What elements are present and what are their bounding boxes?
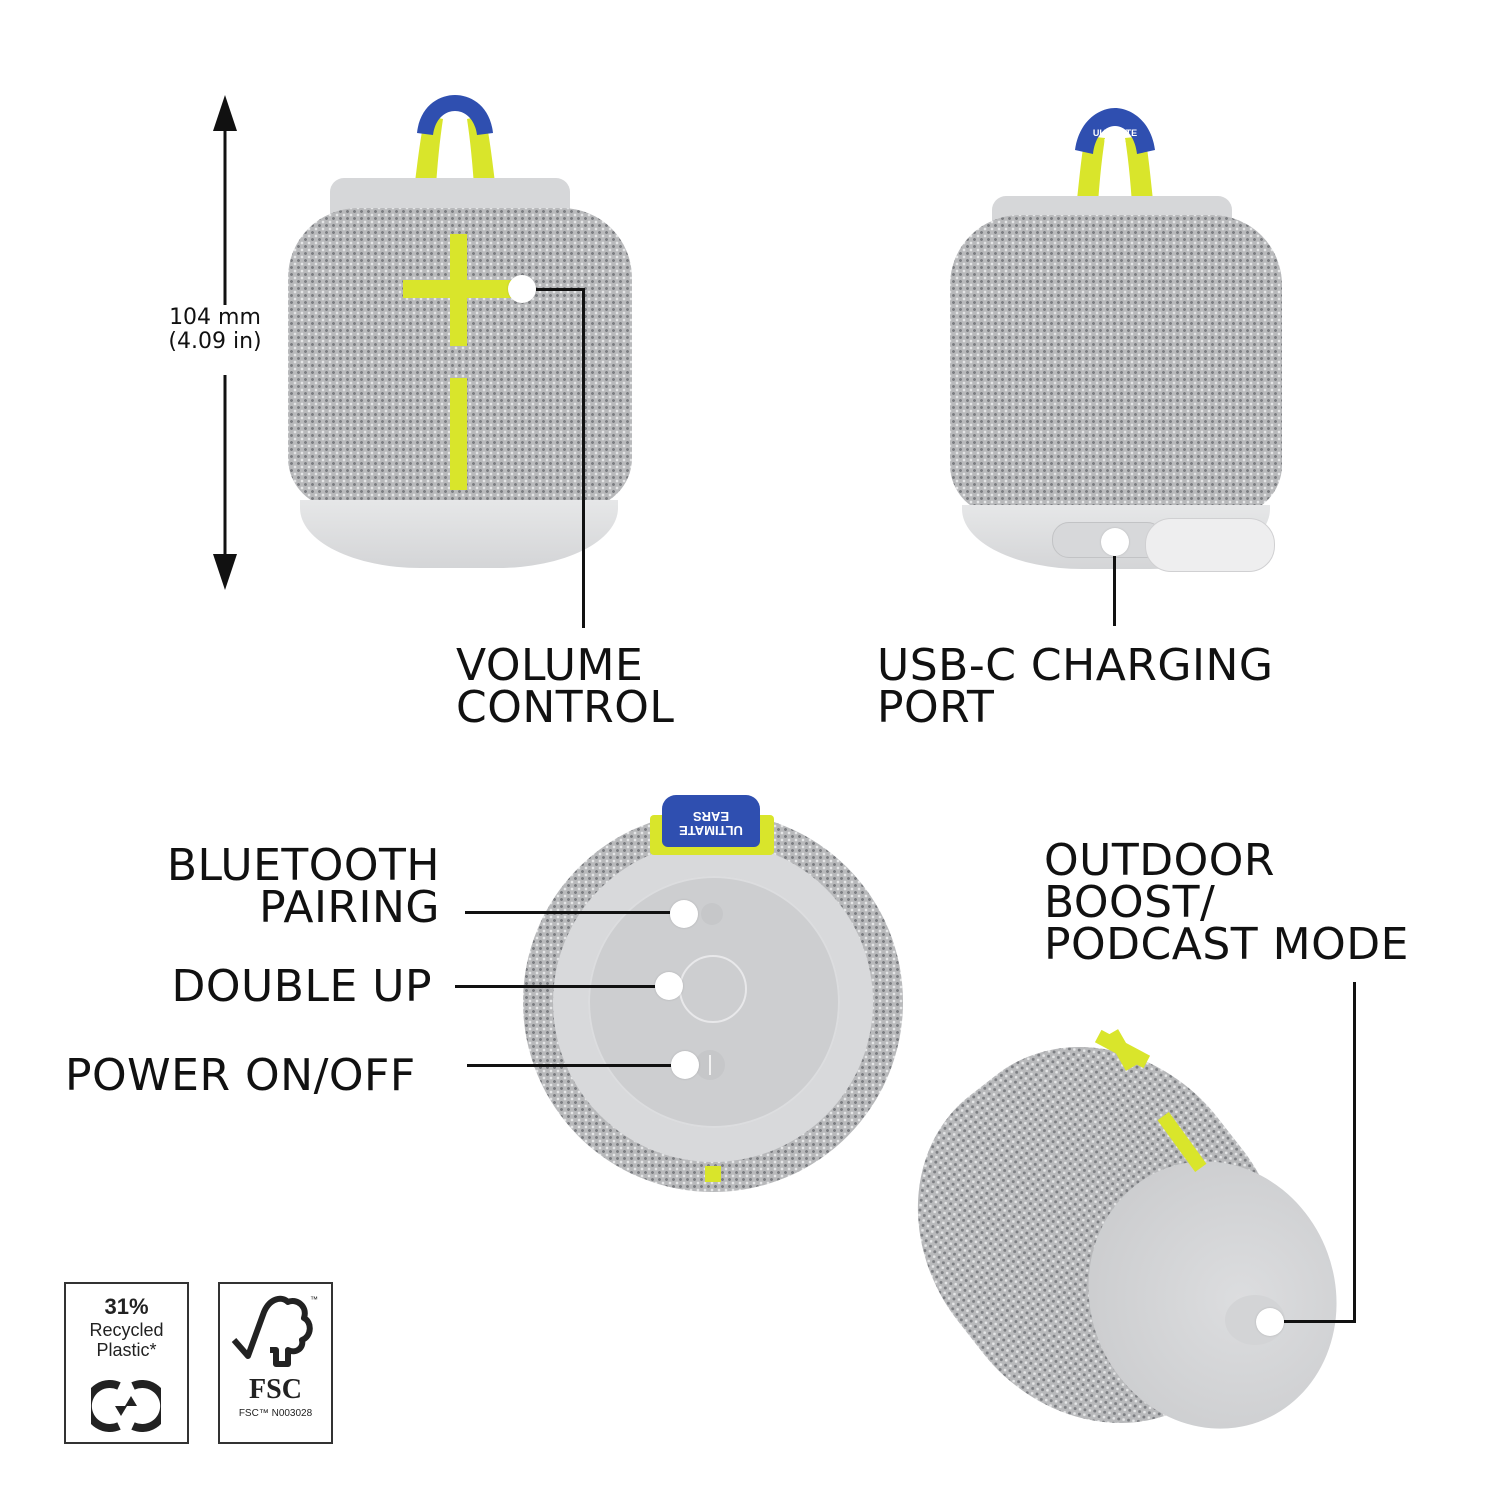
volume-down-icon — [450, 378, 467, 490]
svg-text:EARS: EARS — [1104, 138, 1127, 147]
dimension-arrow-icon — [213, 95, 237, 590]
usb-callout-dot — [1101, 528, 1129, 556]
usb-c-charging-port-label: USB-C CHARGING PORT — [877, 640, 1274, 733]
power-callout-dot — [671, 1051, 699, 1079]
bluetooth-button — [701, 903, 723, 925]
usb-c-port-cover — [1145, 518, 1275, 572]
volume-callout-dot — [508, 275, 536, 303]
fsc-tree-icon: ™ — [231, 1295, 318, 1367]
dimension-metric: 104 mm — [169, 305, 261, 330]
bluetooth-callout-dot — [670, 900, 698, 928]
outdoor-boost-podcast-label: OUTDOOR BOOST/ PODCAST MODE — [1044, 835, 1409, 970]
bluetooth-pairing-label: BLUETOOTH PAIRING — [166, 840, 440, 933]
recycled-plastic-badge: 31% Recycled Plastic* — [64, 1282, 189, 1444]
power-on-off-label: POWER ON/OFF — [65, 1050, 416, 1101]
double-up-label: DOUBLE UP — [171, 961, 432, 1012]
volume-control-label: VOLUME CONTROL — [456, 640, 675, 733]
ultimate-ears-tag: ULTIMATE EARS — [662, 795, 760, 847]
recycle-icon — [91, 1380, 161, 1432]
svg-text:ULTIMATE: ULTIMATE — [1093, 128, 1137, 138]
double-up-button — [679, 955, 747, 1023]
dimension-imperial: (4.09 in) — [168, 329, 262, 354]
svg-text:™: ™ — [310, 1295, 318, 1304]
fsc-badge: ™ FSC FSC™ N003028 — [218, 1282, 333, 1444]
double-up-callout-dot — [655, 972, 683, 1000]
outdoor-boost-callout-dot — [1256, 1308, 1284, 1336]
